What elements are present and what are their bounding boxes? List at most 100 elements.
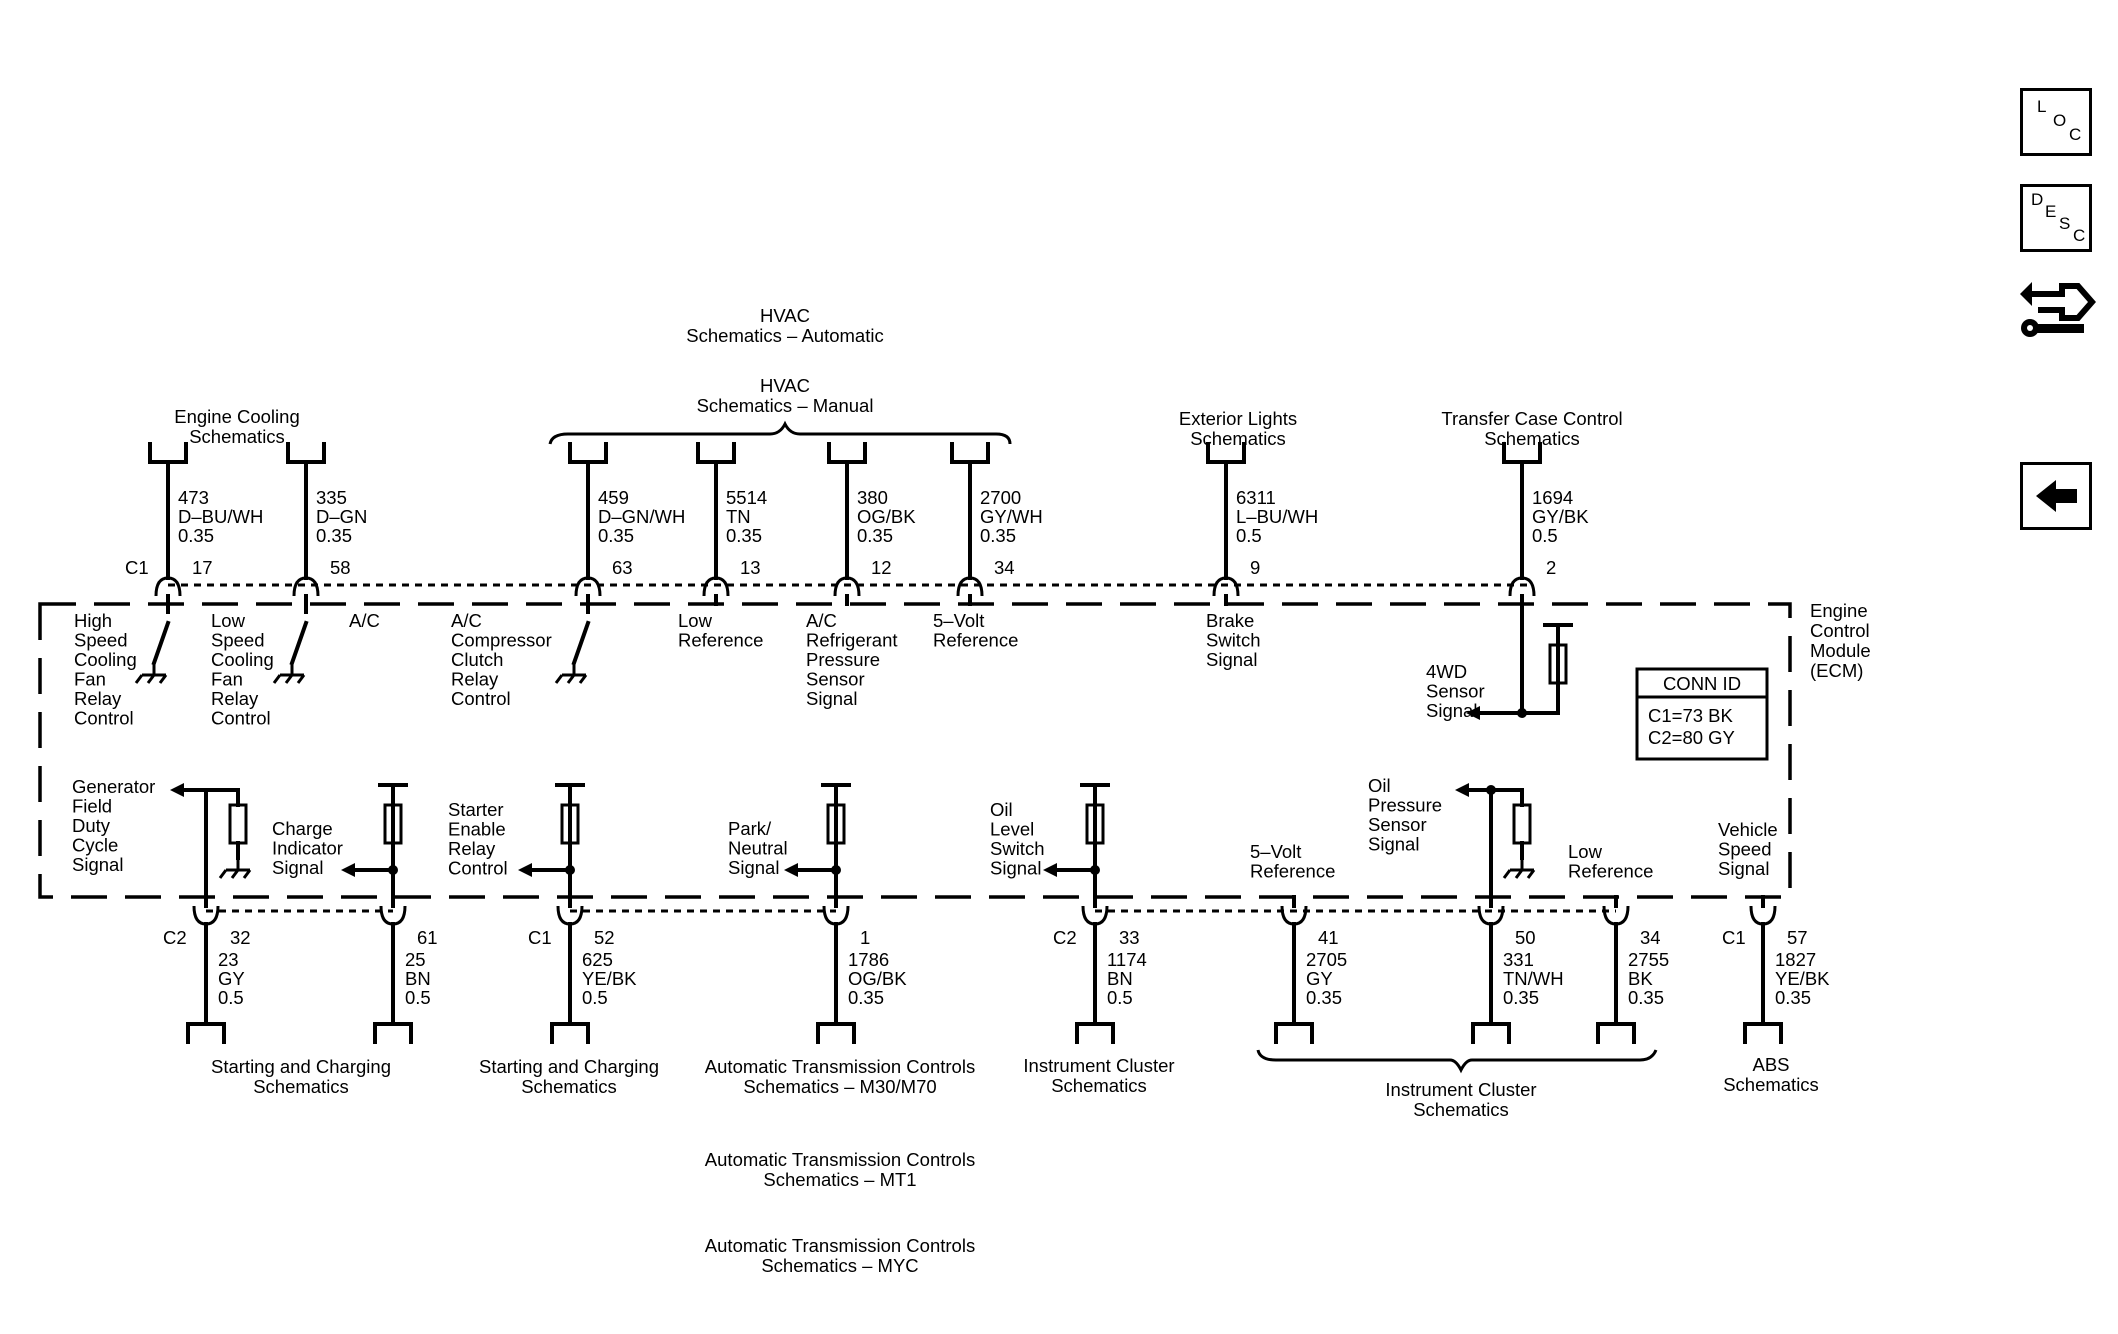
signal-gen-field-line-1: Generator (72, 776, 155, 797)
bottom-connector-bracket-4 (816, 1022, 856, 1044)
bottom-wire-6-gauge: 0.35 (1306, 987, 1342, 1008)
signal-ls-fan-line-3: Cooling (211, 649, 274, 670)
top-wire-2-color: D–GN (316, 506, 367, 527)
bottom-wire-4-circuit: 1786 (848, 949, 889, 970)
signal-vss-line-2: Speed (1718, 839, 1772, 860)
transfer-case-subtitle: Schematics (1484, 428, 1580, 449)
bottom-wire-3-pin: 52 (594, 927, 615, 948)
bottom-wire-3-circuit: 625 (582, 949, 613, 970)
signal-park-neutral-line-1: Park/ (728, 818, 772, 839)
bottom-connector-bracket-8 (1596, 1022, 1636, 1044)
bottom-wire-6-color: GY (1306, 968, 1333, 989)
description-icon[interactable]: D E S C (2020, 184, 2092, 252)
top-wire-2-gauge: 0.35 (316, 525, 352, 546)
bottom-wire-1-circuit: 23 (218, 949, 239, 970)
signal-ac-line-1: A/C (349, 610, 380, 631)
charge-indicator-resistor (383, 803, 403, 845)
signal-starter-line-3: Relay (448, 838, 496, 859)
bottom-wire-8-circuit: 2755 (1628, 949, 1669, 970)
hvac-manual-brace (548, 420, 1012, 445)
gen-ground (218, 858, 252, 879)
oil-level-resistor (1085, 803, 1105, 845)
conn-id-line-2: C2=80 GY (1648, 727, 1735, 748)
signal-5v-top-line-1: 5–Volt (933, 610, 984, 631)
signal-park-neutral-line-3: Signal (728, 857, 779, 878)
signal-charge-ind-line-3: Signal (272, 857, 323, 878)
signal-4wd-line-3: Signal (1426, 700, 1477, 721)
top-terminal-3 (574, 576, 602, 597)
signal-hs-fan-line-1: High (74, 610, 112, 631)
bottom-wire-9-gauge: 0.35 (1775, 987, 1811, 1008)
bottom-terminal-1 (192, 905, 220, 926)
top-wire-3-circuit: 459 (598, 487, 629, 508)
signal-brake-line-3: Signal (1206, 649, 1257, 670)
bottom-connector-bracket-7 (1471, 1022, 1511, 1044)
signal-brake-line-2: Switch (1206, 630, 1261, 651)
starting-charging-1-title: Starting and Charging (211, 1056, 391, 1077)
signal-oil-level-line-3: Switch (990, 838, 1045, 859)
component-location-icon[interactable]: L O C (2020, 88, 2092, 156)
bottom-wire-5-gauge: 0.5 (1107, 987, 1133, 1008)
signal-oil-pressure-line-3: Sensor (1368, 814, 1427, 835)
top-wire-1-circuit: 473 (178, 487, 209, 508)
bottom-wire-1-gauge: 0.5 (218, 987, 244, 1008)
top-switch-3 (571, 620, 591, 666)
bottom-wire-2-pin: 61 (417, 927, 438, 948)
top-terminal-7 (1212, 576, 1240, 597)
signal-gen-field-line-2: Field (72, 796, 112, 817)
signal-hs-fan-line-5: Relay (74, 688, 122, 709)
conn-id-title: CONN ID (1663, 673, 1741, 694)
top-wire-2-pin: 58 (330, 557, 351, 578)
instrument-cluster-2-title: Instrument Cluster (1385, 1079, 1536, 1100)
top-connector-bracket-6 (950, 442, 990, 464)
oil-pressure-junction (1486, 785, 1496, 795)
oil-level-arrow (1043, 863, 1057, 877)
signal-ac-pressure-line-2: Refrigerant (806, 630, 898, 651)
top-terminal-6 (956, 576, 984, 597)
bottom-connector-bracket-6 (1274, 1022, 1314, 1044)
bottom-wire-9-color: YE/BK (1775, 968, 1830, 989)
signal-oil-level-line-4: Signal (990, 858, 1041, 879)
top-wire-6-gauge: 0.35 (980, 525, 1016, 546)
oil-pressure-ground (1502, 858, 1536, 879)
charge-indicator-arrow (341, 863, 355, 877)
ecm-label-1: Engine (1810, 600, 1868, 621)
top-terminal-2 (292, 576, 320, 597)
abs-title: ABS (1752, 1054, 1789, 1075)
top-wire-8-gauge: 0.5 (1532, 525, 1558, 546)
desc-letter-d: D (2031, 190, 2044, 209)
conn-id-box: CONN ID C1=73 BK C2=80 GY (1635, 667, 1769, 761)
signal-ac-clutch-line-4: Relay (451, 669, 499, 690)
signal-low-ref-bottom-line-2: Reference (1568, 861, 1653, 882)
top-terminal-1 (154, 576, 182, 597)
top-wire-4-color: TN (726, 506, 751, 527)
wiring-tools-icon[interactable] (2018, 270, 2098, 350)
trans-myc-subtitle: Schematics – MYC (761, 1255, 918, 1276)
4wd-arrow (1466, 706, 1480, 720)
signal-hs-fan-line-2: Speed (74, 630, 128, 651)
top-connector-bracket-1 (148, 442, 188, 464)
top-terminal-4 (702, 576, 730, 597)
label-layer: 473D–BU/WH0.3517335D–GN0.3558459D–GN/WH0… (72, 487, 1830, 1008)
ecm-label-3: Module (1810, 640, 1871, 661)
signal-ls-fan-line-5: Relay (211, 688, 259, 709)
top-terminal-5 (833, 576, 861, 597)
back-arrow-icon[interactable] (2020, 462, 2092, 530)
bottom-wire-1-pin: 32 (230, 927, 251, 948)
top-wire-3-pin: 63 (612, 557, 633, 578)
hvac-manual-title: HVAC (760, 375, 810, 396)
starter-enable-resistor (560, 803, 580, 845)
trans-m30-title: Automatic Transmission Controls (705, 1056, 975, 1077)
desc-letter-s: S (2059, 214, 2071, 233)
signal-gen-field-line-4: Cycle (72, 835, 118, 856)
top-ground-2 (272, 663, 306, 684)
trans-m30-subtitle: Schematics – M30/M70 (743, 1076, 936, 1097)
top-connector-bracket-5 (827, 442, 867, 464)
bottom-wire-5-pin: 33 (1119, 927, 1140, 948)
hvac-auto-subtitle: Schematics – Automatic (686, 325, 883, 346)
engine-cooling-subtitle: Schematics (189, 426, 285, 447)
signal-vss-line-1: Vehicle (1718, 819, 1778, 840)
top-wire-7-circuit: 6311 (1236, 487, 1276, 508)
bottom-wire-8-color: BK (1628, 968, 1653, 989)
bottom-wire-7-circuit: 331 (1503, 949, 1534, 970)
